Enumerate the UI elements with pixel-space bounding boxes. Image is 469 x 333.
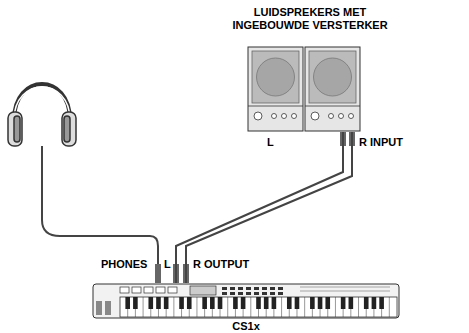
jack-label: PHONES [100, 258, 148, 271]
headphone-cable [42, 146, 158, 264]
speaker-unit: LUIDSPREKERS MET INGEBOUWDE VERSTERKER [225, 2, 395, 132]
headphones [8, 84, 76, 146]
audio-cable [176, 132, 343, 283]
audio-cable [186, 132, 352, 283]
keyboard-drawing [90, 283, 402, 320]
jack-label: L [163, 258, 172, 271]
jack-label: R OUTPUT [192, 258, 250, 271]
device-heading: LUIDSPREKERS MET INGEBOUWDE VERSTERKER [225, 6, 395, 32]
device-name: CS1x [90, 320, 402, 333]
speaker-drawing [225, 42, 395, 132]
jack-label: L [266, 136, 275, 149]
plug [155, 264, 161, 283]
keyboard: CS1x [90, 283, 402, 333]
jack-label: R INPUT [358, 136, 404, 149]
